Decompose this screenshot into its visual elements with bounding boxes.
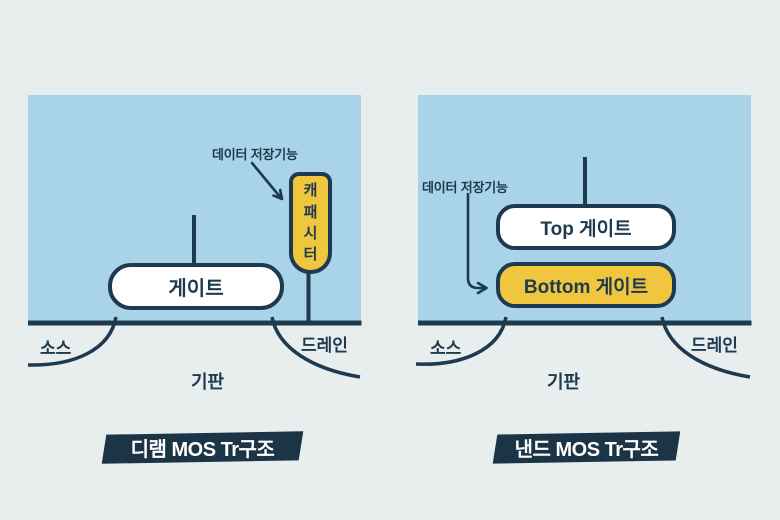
drain-junction-arc (660, 316, 751, 379)
source-label: 소스 (430, 339, 462, 358)
drain-junction-arc (270, 316, 361, 379)
substrate-label: 기판 (191, 372, 225, 392)
source-junction-arc (27, 316, 118, 367)
nand-linework (415, 157, 752, 379)
bottom-gate-label: Bottom 게이트 (523, 276, 649, 298)
dram-linework (27, 161, 362, 379)
capacitor-label: 캐패시터 (303, 182, 318, 264)
annotation-elbow-arrow-icon (466, 192, 488, 295)
bottom-gate-box: Bottom 게이트 (496, 262, 676, 308)
source-junction-arc (415, 316, 508, 366)
dram-title-badge: 디램 MOS Tr구조 (101, 431, 304, 464)
top-gate-box: Top 게이트 (496, 204, 676, 250)
dram-title-text: 디램 MOS Tr구조 (130, 439, 275, 461)
top-gate-label: Top 게이트 (540, 218, 632, 240)
capacitor-box: 캐패시터 (289, 172, 332, 274)
data-storage-annotation: 데이터 저장기능 (212, 147, 298, 162)
drain-label: 드레인 (691, 336, 738, 355)
source-label: 소스 (40, 339, 72, 358)
nand-title-text: 낸드 MOS Tr구조 (514, 439, 659, 461)
substrate-label: 기판 (547, 372, 581, 392)
nand-title-badge: 낸드 MOS Tr구조 (492, 431, 681, 464)
gate-label: 게이트 (168, 278, 224, 300)
gate-box: 게이트 (108, 263, 284, 310)
drain-label: 드레인 (301, 336, 348, 355)
data-storage-annotation: 데이터 저장기능 (422, 180, 508, 195)
annotation-arrow-icon (250, 161, 284, 201)
